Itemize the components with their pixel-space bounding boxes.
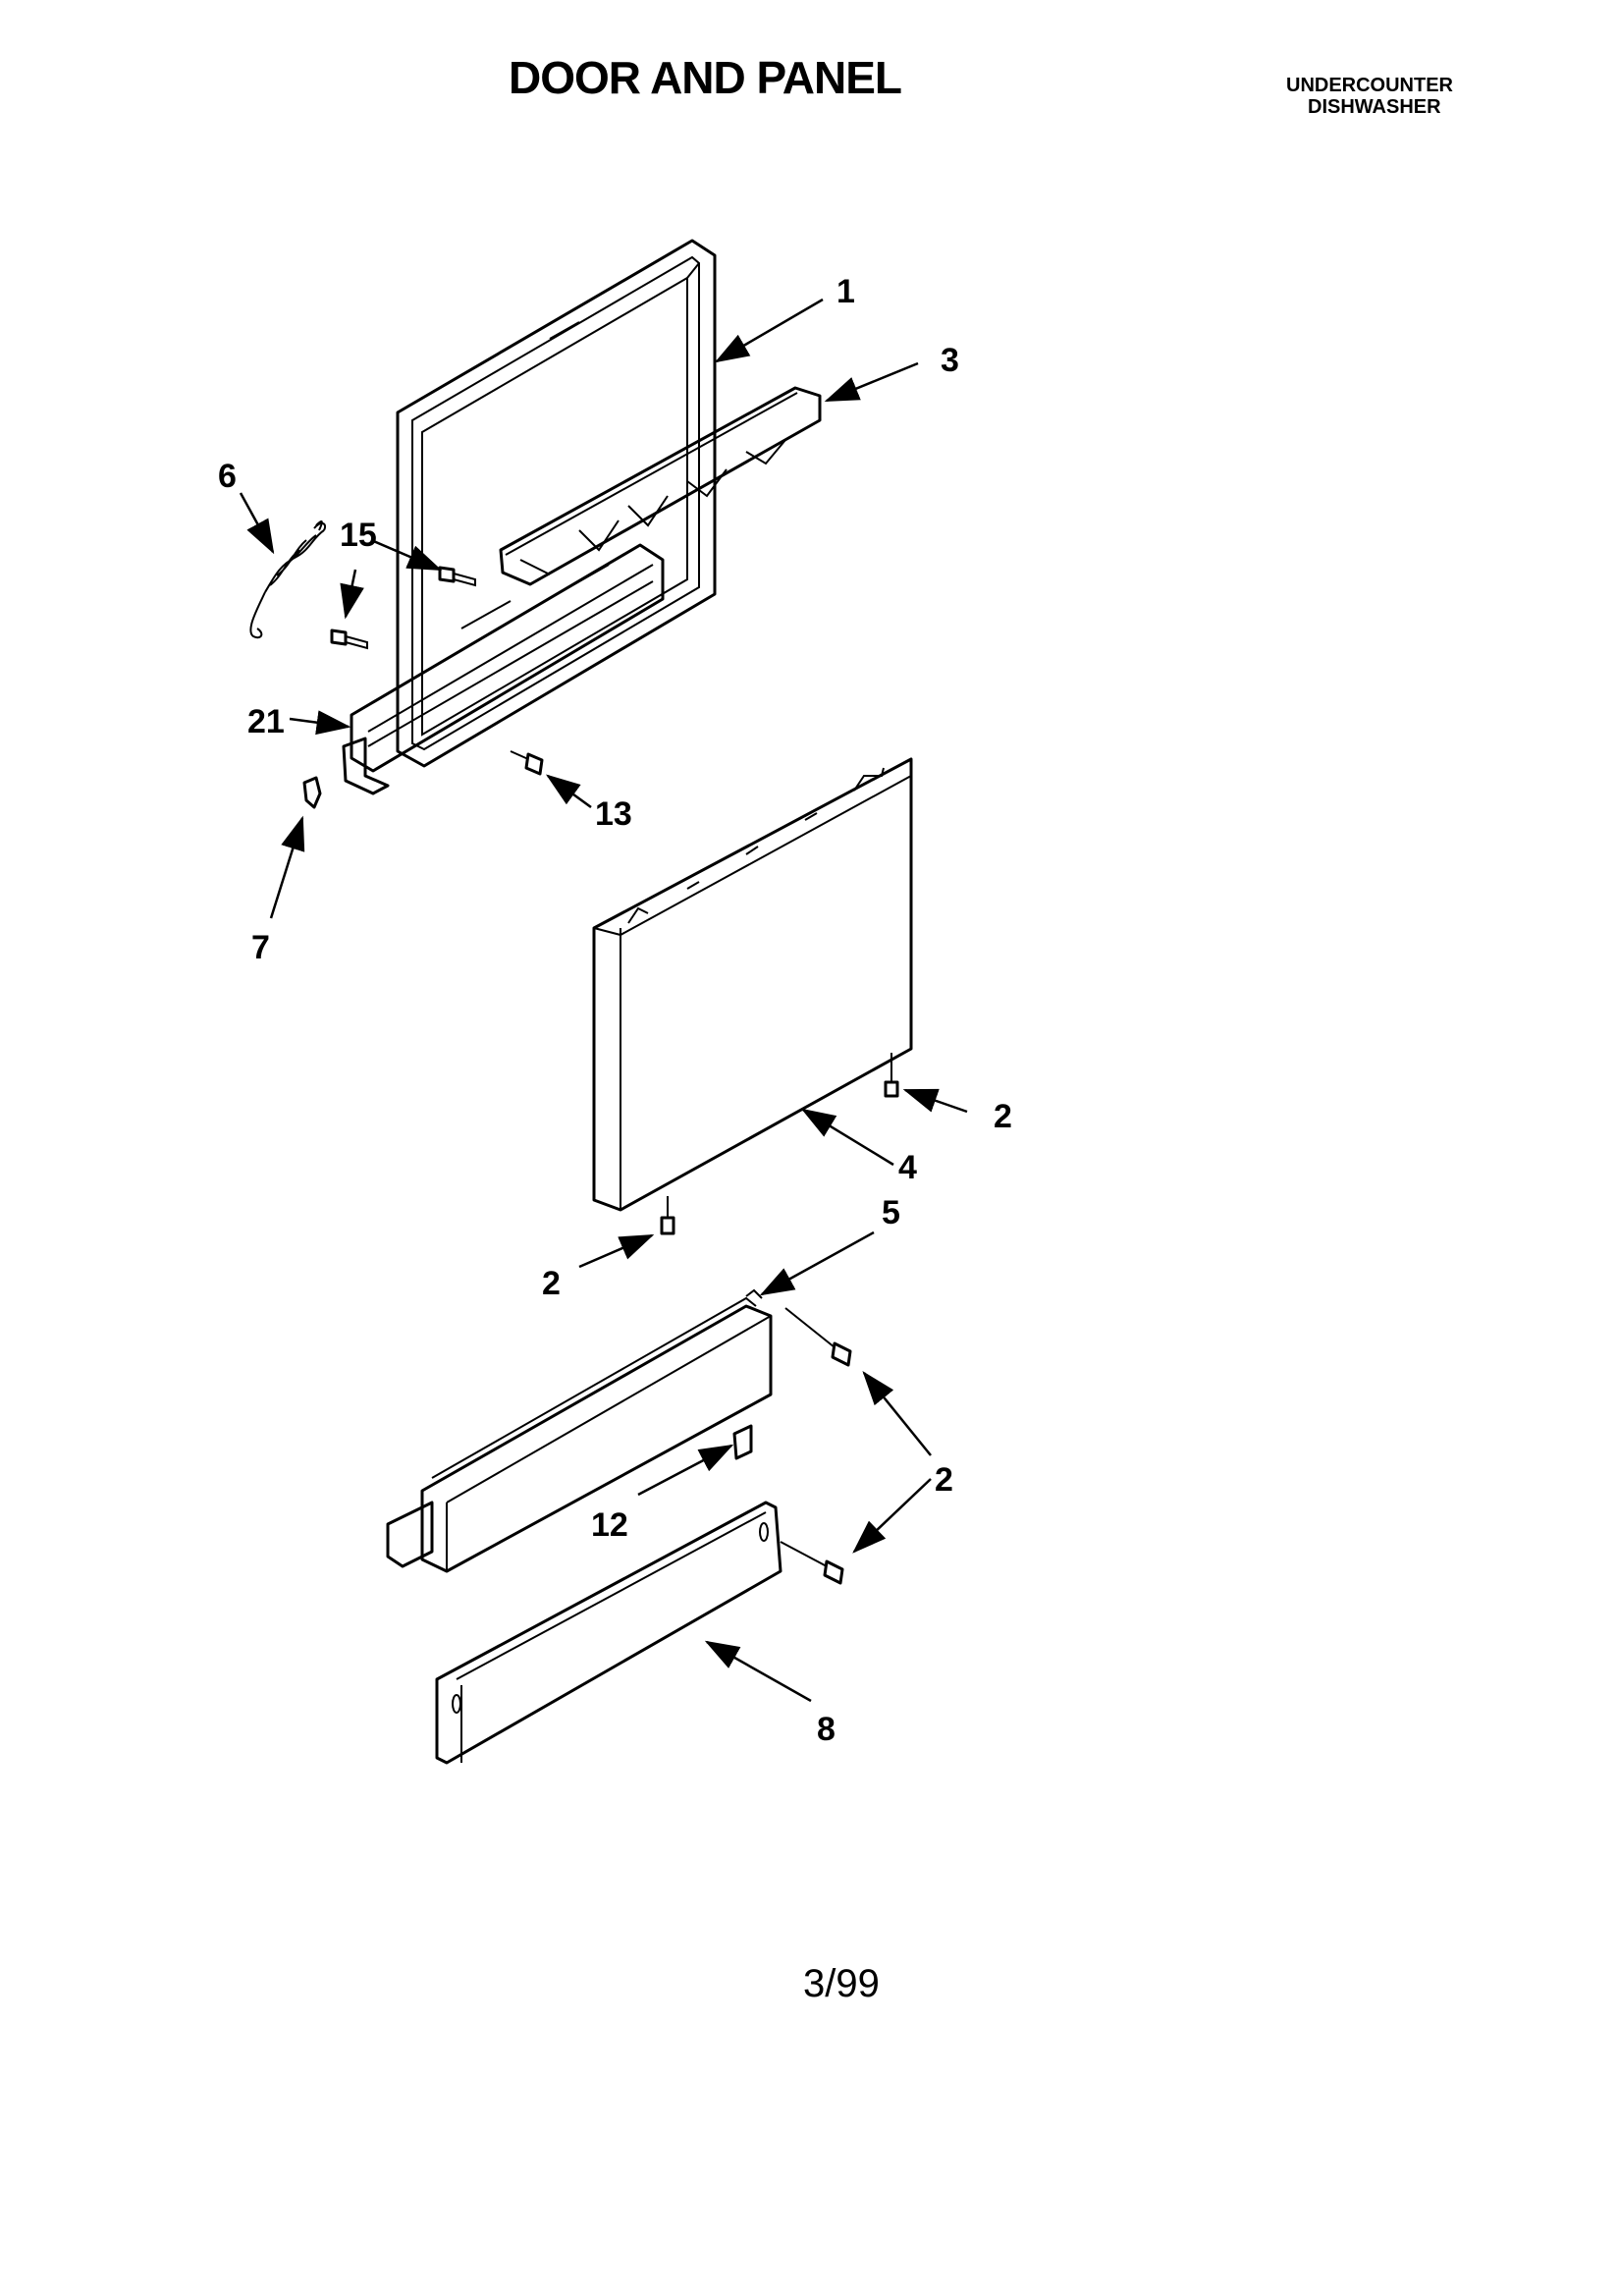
screw-2-panel-left xyxy=(660,1196,675,1235)
door-spring xyxy=(249,520,326,639)
screw-13 xyxy=(510,750,544,776)
screw-15-upper xyxy=(438,566,476,587)
screw-2-toe-upper xyxy=(784,1307,852,1367)
callout-15: 15 xyxy=(340,517,377,554)
callout-2-panel-left: 2 xyxy=(542,1265,561,1302)
appliance-type-line2: DISHWASHER xyxy=(1308,96,1441,118)
access-panel xyxy=(386,1288,773,1573)
screw-15-lower xyxy=(330,629,368,650)
appliance-type-line1: UNDERCOUNTER xyxy=(1286,75,1453,96)
callout-6: 6 xyxy=(218,458,237,495)
callout-8: 8 xyxy=(817,1711,836,1748)
callout-2-toe: 2 xyxy=(935,1461,953,1499)
callout-2-panel-right: 2 xyxy=(994,1098,1012,1135)
toe-kick-plate xyxy=(435,1501,782,1765)
callout-13: 13 xyxy=(595,795,632,833)
panel-clip xyxy=(732,1424,753,1460)
callout-5: 5 xyxy=(882,1194,900,1231)
inner-door-frame xyxy=(396,239,717,768)
screw-2-toe-lower xyxy=(780,1541,844,1585)
leader-lines xyxy=(239,298,968,1703)
callout-3: 3 xyxy=(941,342,959,379)
door-bottom-channel xyxy=(342,543,665,795)
callout-7: 7 xyxy=(251,929,270,966)
screw-2-panel-right xyxy=(884,1053,899,1098)
callout-12: 12 xyxy=(591,1506,628,1544)
callout-1: 1 xyxy=(836,273,855,310)
callout-21: 21 xyxy=(247,703,285,740)
hinge-clip xyxy=(302,776,322,809)
revision-date: 3/99 xyxy=(803,1962,880,2005)
outer-door-panel xyxy=(592,757,913,1212)
callout-4: 4 xyxy=(898,1149,917,1186)
rack-rail xyxy=(499,386,822,586)
page-title: DOOR AND PANEL xyxy=(509,52,902,103)
